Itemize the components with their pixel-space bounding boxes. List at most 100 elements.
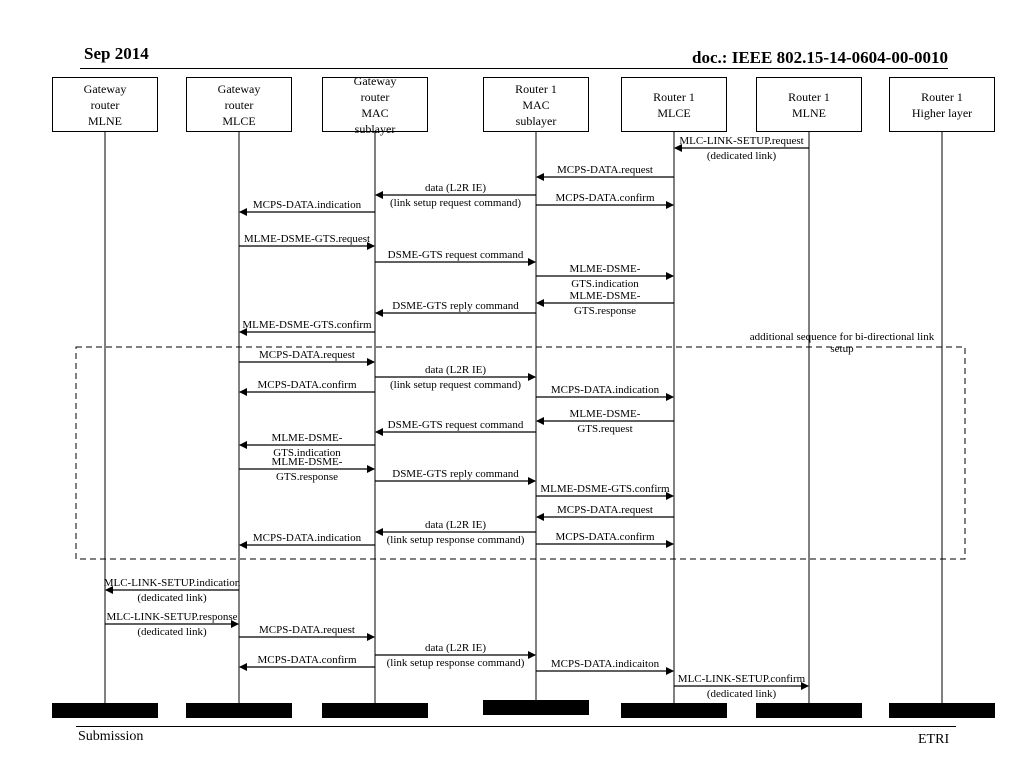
message-3: data (L2R IE) (link setup request command… <box>375 182 536 209</box>
message-2: MCPS-DATA.request <box>536 164 674 181</box>
message-label: MLME-DSME-GTS.request <box>244 233 370 245</box>
message-23: data (L2R IE) (link setup response comman… <box>375 519 536 546</box>
message-label: MCPS-DATA.indication <box>253 532 362 544</box>
message-sublabel: (link setup request command) <box>390 197 521 209</box>
header-date: Sep 2014 <box>84 44 149 63</box>
message-label: MLME-DSME- <box>272 432 343 444</box>
message-10: DSME-GTS reply command <box>375 300 536 317</box>
lifeline-end-gw-mac <box>322 703 428 718</box>
message-30: MCPS-DATA.confirm <box>239 654 375 671</box>
lifeline-end-gw-mlne <box>52 703 158 718</box>
footer-rule <box>76 726 956 727</box>
message-label: MLME-DSME- <box>272 456 343 468</box>
message-24: MCPS-DATA.indication <box>239 532 375 549</box>
message-label: MCPS-DATA.indication <box>551 384 660 396</box>
message-label: MCPS-DATA.indicaiton <box>551 658 660 670</box>
message-sublabel: (dedicated link) <box>707 150 777 162</box>
message-label: MLC-LINK-SETUP.request <box>679 135 803 147</box>
message-sublabel: (dedicated link) <box>137 592 207 604</box>
message-sublabel: GTS.request <box>577 423 632 435</box>
message-16: MLME-DSME- GTS.request <box>536 408 674 435</box>
lifeline-header-gw-mlce: Gateway router MLCE <box>186 77 292 132</box>
message-sublabel: (dedicated link) <box>707 688 777 700</box>
message-label: MCPS-DATA.confirm <box>555 192 654 204</box>
message-13: data (L2R IE) (link setup request command… <box>375 364 536 391</box>
message-6: MLME-DSME-GTS.request <box>239 233 375 250</box>
message-label: MCPS-DATA.confirm <box>555 531 654 543</box>
lifeline-header-r1-hl: Router 1 Higher layer <box>889 77 995 132</box>
message-22: MCPS-DATA.request <box>536 504 674 521</box>
message-11: MLME-DSME-GTS.confirm <box>239 319 375 336</box>
lifeline-header-gw-mlne: Gateway router MLNE <box>52 77 158 132</box>
message-label: MLME-DSME- <box>570 408 641 420</box>
lifeline-end-r1-mlne <box>756 703 862 718</box>
message-26: MLC-LINK-SETUP.indication (dedicated link… <box>104 577 241 604</box>
message-label: MLC-LINK-SETUP.confirm <box>678 673 806 685</box>
lifeline-end-gw-mlce <box>186 703 292 718</box>
message-19: MLME-DSME- GTS.response <box>239 456 375 483</box>
message-label: data (L2R IE) <box>425 182 486 194</box>
message-label: DSME-GTS request command <box>388 419 524 431</box>
message-18: MLME-DSME- GTS.indication <box>239 432 375 459</box>
message-label: MCPS-DATA.request <box>557 164 653 176</box>
message-label: data (L2R IE) <box>425 519 486 531</box>
message-label: MCPS-DATA.confirm <box>257 654 356 666</box>
message-label: MCPS-DATA.confirm <box>257 379 356 391</box>
message-25: MCPS-DATA.confirm <box>536 531 674 548</box>
message-7: DSME-GTS request command <box>375 249 536 266</box>
message-label: MLME-DSME-GTS.confirm <box>242 319 372 331</box>
message-label: MLC-LINK-SETUP.indication <box>104 577 241 589</box>
message-8: MLME-DSME- GTS.indication <box>536 263 674 290</box>
message-sublabel: (dedicated link) <box>137 626 207 638</box>
lifeline-end-r1-mlce <box>621 703 727 718</box>
message-29: data (L2R IE) (link setup response comman… <box>375 642 536 669</box>
message-sublabel: (link setup response command) <box>387 534 525 546</box>
message-15: MCPS-DATA.indication <box>536 384 674 401</box>
footer-org: ETRI <box>918 732 950 747</box>
message-label: MLME-DSME-GTS.confirm <box>540 483 670 495</box>
message-label: MCPS-DATA.request <box>557 504 653 516</box>
lifeline-header-gw-mac: Gateway router MAC sublayer <box>322 74 428 136</box>
message-4: MCPS-DATA.confirm <box>536 192 674 209</box>
optional-sequence-frame <box>75 346 966 560</box>
message-21: MLME-DSME-GTS.confirm <box>536 483 674 500</box>
message-label: DSME-GTS request command <box>388 249 524 261</box>
header-doc-id: doc.: IEEE 802.15-14-0604-00-0010 <box>692 48 948 67</box>
message-31: MCPS-DATA.indicaiton <box>536 658 674 675</box>
message-32: MLC-LINK-SETUP.confirm (dedicated link) <box>674 673 809 700</box>
message-label: MLME-DSME- <box>570 263 641 275</box>
message-27: MLC-LINK-SETUP.response (dedicated link) <box>105 611 239 638</box>
message-label: MLC-LINK-SETUP.response <box>106 611 237 623</box>
footer-submission: Submission <box>78 729 144 744</box>
message-label: MLME-DSME- <box>570 290 641 302</box>
message-20: DSME-GTS reply command <box>375 468 536 485</box>
message-label: DSME-GTS reply command <box>392 300 519 312</box>
header-rule <box>80 68 948 69</box>
message-sublabel: (link setup response command) <box>387 657 525 669</box>
message-label: data (L2R IE) <box>425 642 486 654</box>
lifeline-header-r1-mlce: Router 1 MLCE <box>621 77 727 132</box>
message-label: MCPS-DATA.request <box>259 349 355 361</box>
lifeline-header-r1-mac: Router 1 MAC sublayer <box>483 77 589 132</box>
message-12: MCPS-DATA.request <box>239 349 375 366</box>
message-label: MCPS-DATA.request <box>259 624 355 636</box>
message-sublabel: (link setup request command) <box>390 379 521 391</box>
message-17: DSME-GTS request command <box>375 419 536 436</box>
message-sublabel: GTS.response <box>574 305 636 317</box>
lifeline-end-r1-hl <box>889 703 995 718</box>
lifeline-end-r1-mac <box>483 700 589 715</box>
optional-sequence-label: additional sequence for bi-directional l… <box>750 331 935 355</box>
message-label: data (L2R IE) <box>425 364 486 376</box>
message-9: MLME-DSME- GTS.response <box>536 290 674 317</box>
message-label: MCPS-DATA.indication <box>253 199 362 211</box>
message-14: MCPS-DATA.confirm <box>239 379 375 396</box>
message-1: MLC-LINK-SETUP.request (dedicated link) <box>674 135 809 162</box>
lifeline-header-r1-mlne: Router 1 MLNE <box>756 77 862 132</box>
message-sublabel: GTS.response <box>276 471 338 483</box>
message-label: DSME-GTS reply command <box>392 468 519 480</box>
message-sublabel: GTS.indication <box>571 278 639 290</box>
message-5: MCPS-DATA.indication <box>239 199 375 216</box>
message-sublabel: GTS.indication <box>273 447 341 459</box>
message-28: MCPS-DATA.request <box>239 624 375 641</box>
